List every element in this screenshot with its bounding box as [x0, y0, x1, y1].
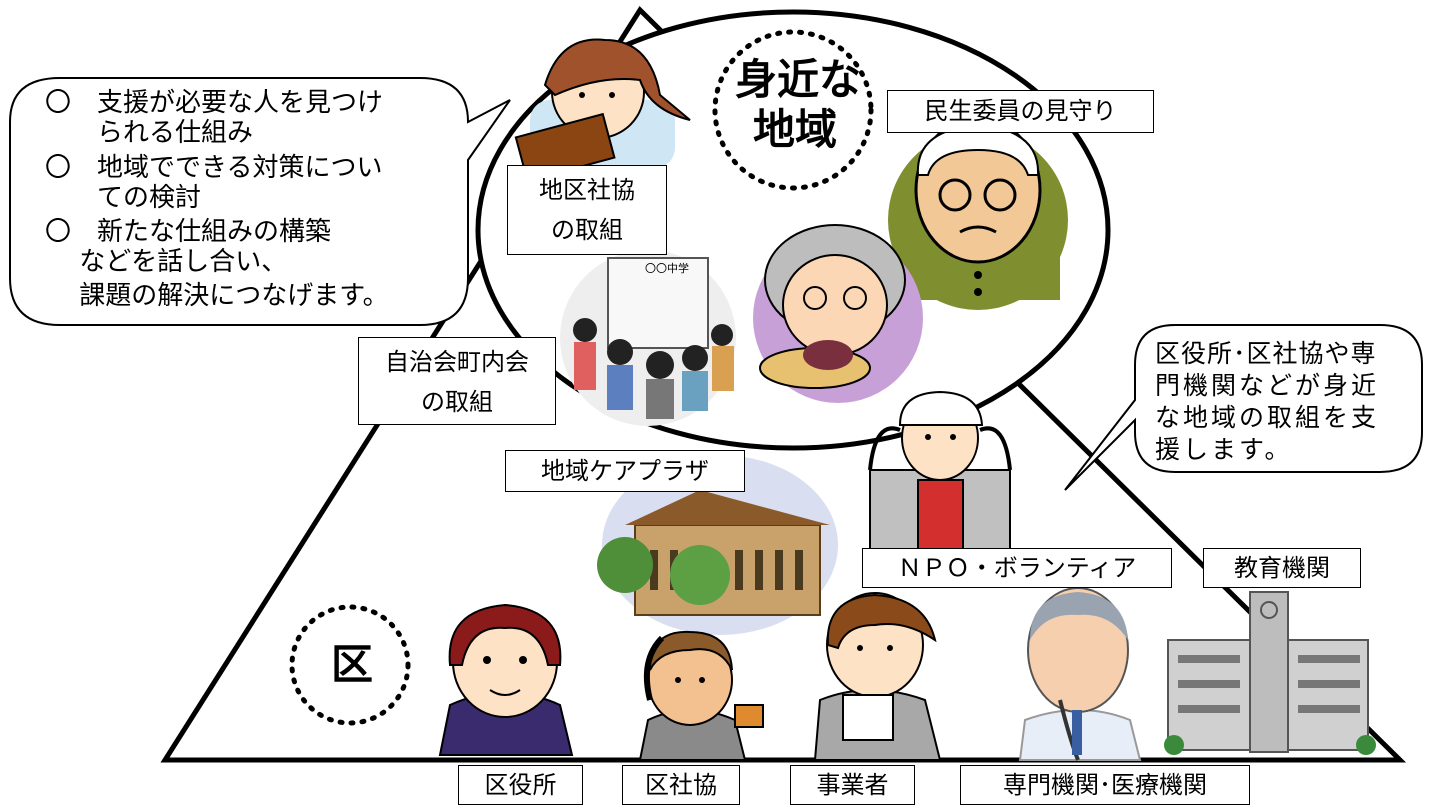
near-area-dotted-circle: [712, 29, 874, 191]
npo-label: ＮＰＯ・ボランティア: [862, 548, 1172, 588]
ward-title: 区: [330, 640, 373, 689]
left-bubble-line-1: 〇 支援が必要な人を見つけ: [45, 88, 384, 118]
school-building-icon: [1164, 591, 1376, 755]
left-bubble-line-4: ての検討: [45, 183, 202, 213]
left-bubble-line-3: 〇 地域でできる対策につい: [45, 153, 383, 183]
cheering-man-icon: [638, 630, 764, 761]
right-speech-bubble: [1064, 324, 1423, 491]
right-bubble-line-1: 区役所･区社協や専: [1155, 339, 1377, 368]
medical-label: 専門機関･医療機関: [960, 765, 1250, 805]
elderly-woman-eating-icon: [753, 224, 923, 403]
office-woman-icon: [438, 603, 574, 756]
near-area-title: 身近な 地域: [735, 55, 862, 154]
left-speech-bubble: [9, 77, 511, 326]
left-bubble-line-2: られる仕組み: [45, 118, 254, 148]
kushakyo-label: 区社協: [622, 765, 740, 805]
volunteer-woman-icon: [868, 390, 1012, 551]
left-bubble-line-7: 課題の解決につなげます。: [45, 281, 389, 311]
care-plaza-label: 地域ケアプラザ: [505, 450, 745, 492]
minsei-label: 民生委員の見守り: [887, 90, 1154, 133]
elderly-man-icon: [888, 116, 1068, 310]
woman-reading-icon: [514, 38, 691, 183]
care-plaza-building-icon: [597, 455, 838, 635]
left-bubble-line-5: 〇 新たな仕組みの構築: [45, 217, 332, 247]
chikushakyo-label: 地区社協 の取組: [507, 165, 667, 255]
left-bubble-line-6: などを話し合い、: [45, 247, 288, 277]
businessman-icon: [813, 592, 942, 761]
education-label: 教育機関: [1203, 548, 1361, 588]
doctor-icon: [1018, 587, 1142, 761]
ward-dotted-circle: [289, 604, 411, 726]
right-bubble-line-2: 門機関などが身近: [1155, 371, 1380, 400]
jichikai-label: 自治会町内会 の取組: [358, 337, 556, 425]
jigyosha-label: 事業者: [790, 765, 915, 805]
right-bubble-line-3: な地域の取組を支: [1155, 403, 1380, 432]
right-bubble-line-4: 援します。: [1155, 435, 1293, 464]
meeting-crowd-icon: 〇〇中学: [560, 250, 736, 426]
kuyakusho-label: 区役所: [458, 765, 583, 805]
school-sign-text: 〇〇中学: [645, 261, 689, 275]
